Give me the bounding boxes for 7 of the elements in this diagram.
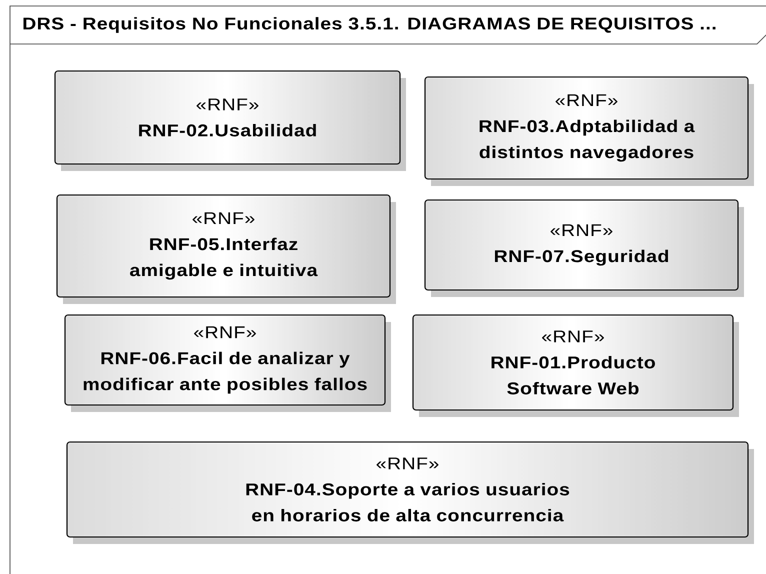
requirement-box: «RNF» RNF-07.Seguridad [424,199,744,297]
requirement-box: «RNF» RNF-05.Interfaz amigable e intuitiva [56,194,396,304]
requirement-box: «RNF» RNF-02.Usabilidad [54,70,406,171]
requirement-box: «RNF» RNF-01.Producto Software Web [412,314,739,417]
requirement-box: «RNF» RNF-03.Adptabilidad a distintos navegadores [424,76,754,186]
requirement-box: «RNF» RNF-04.Soporte a varios usuarios en horarios de alta concurrencia [66,441,754,544]
requirement-box: «RNF» RNF-06.Facil de analizar y modificar ante posibles fallos [64,314,391,412]
